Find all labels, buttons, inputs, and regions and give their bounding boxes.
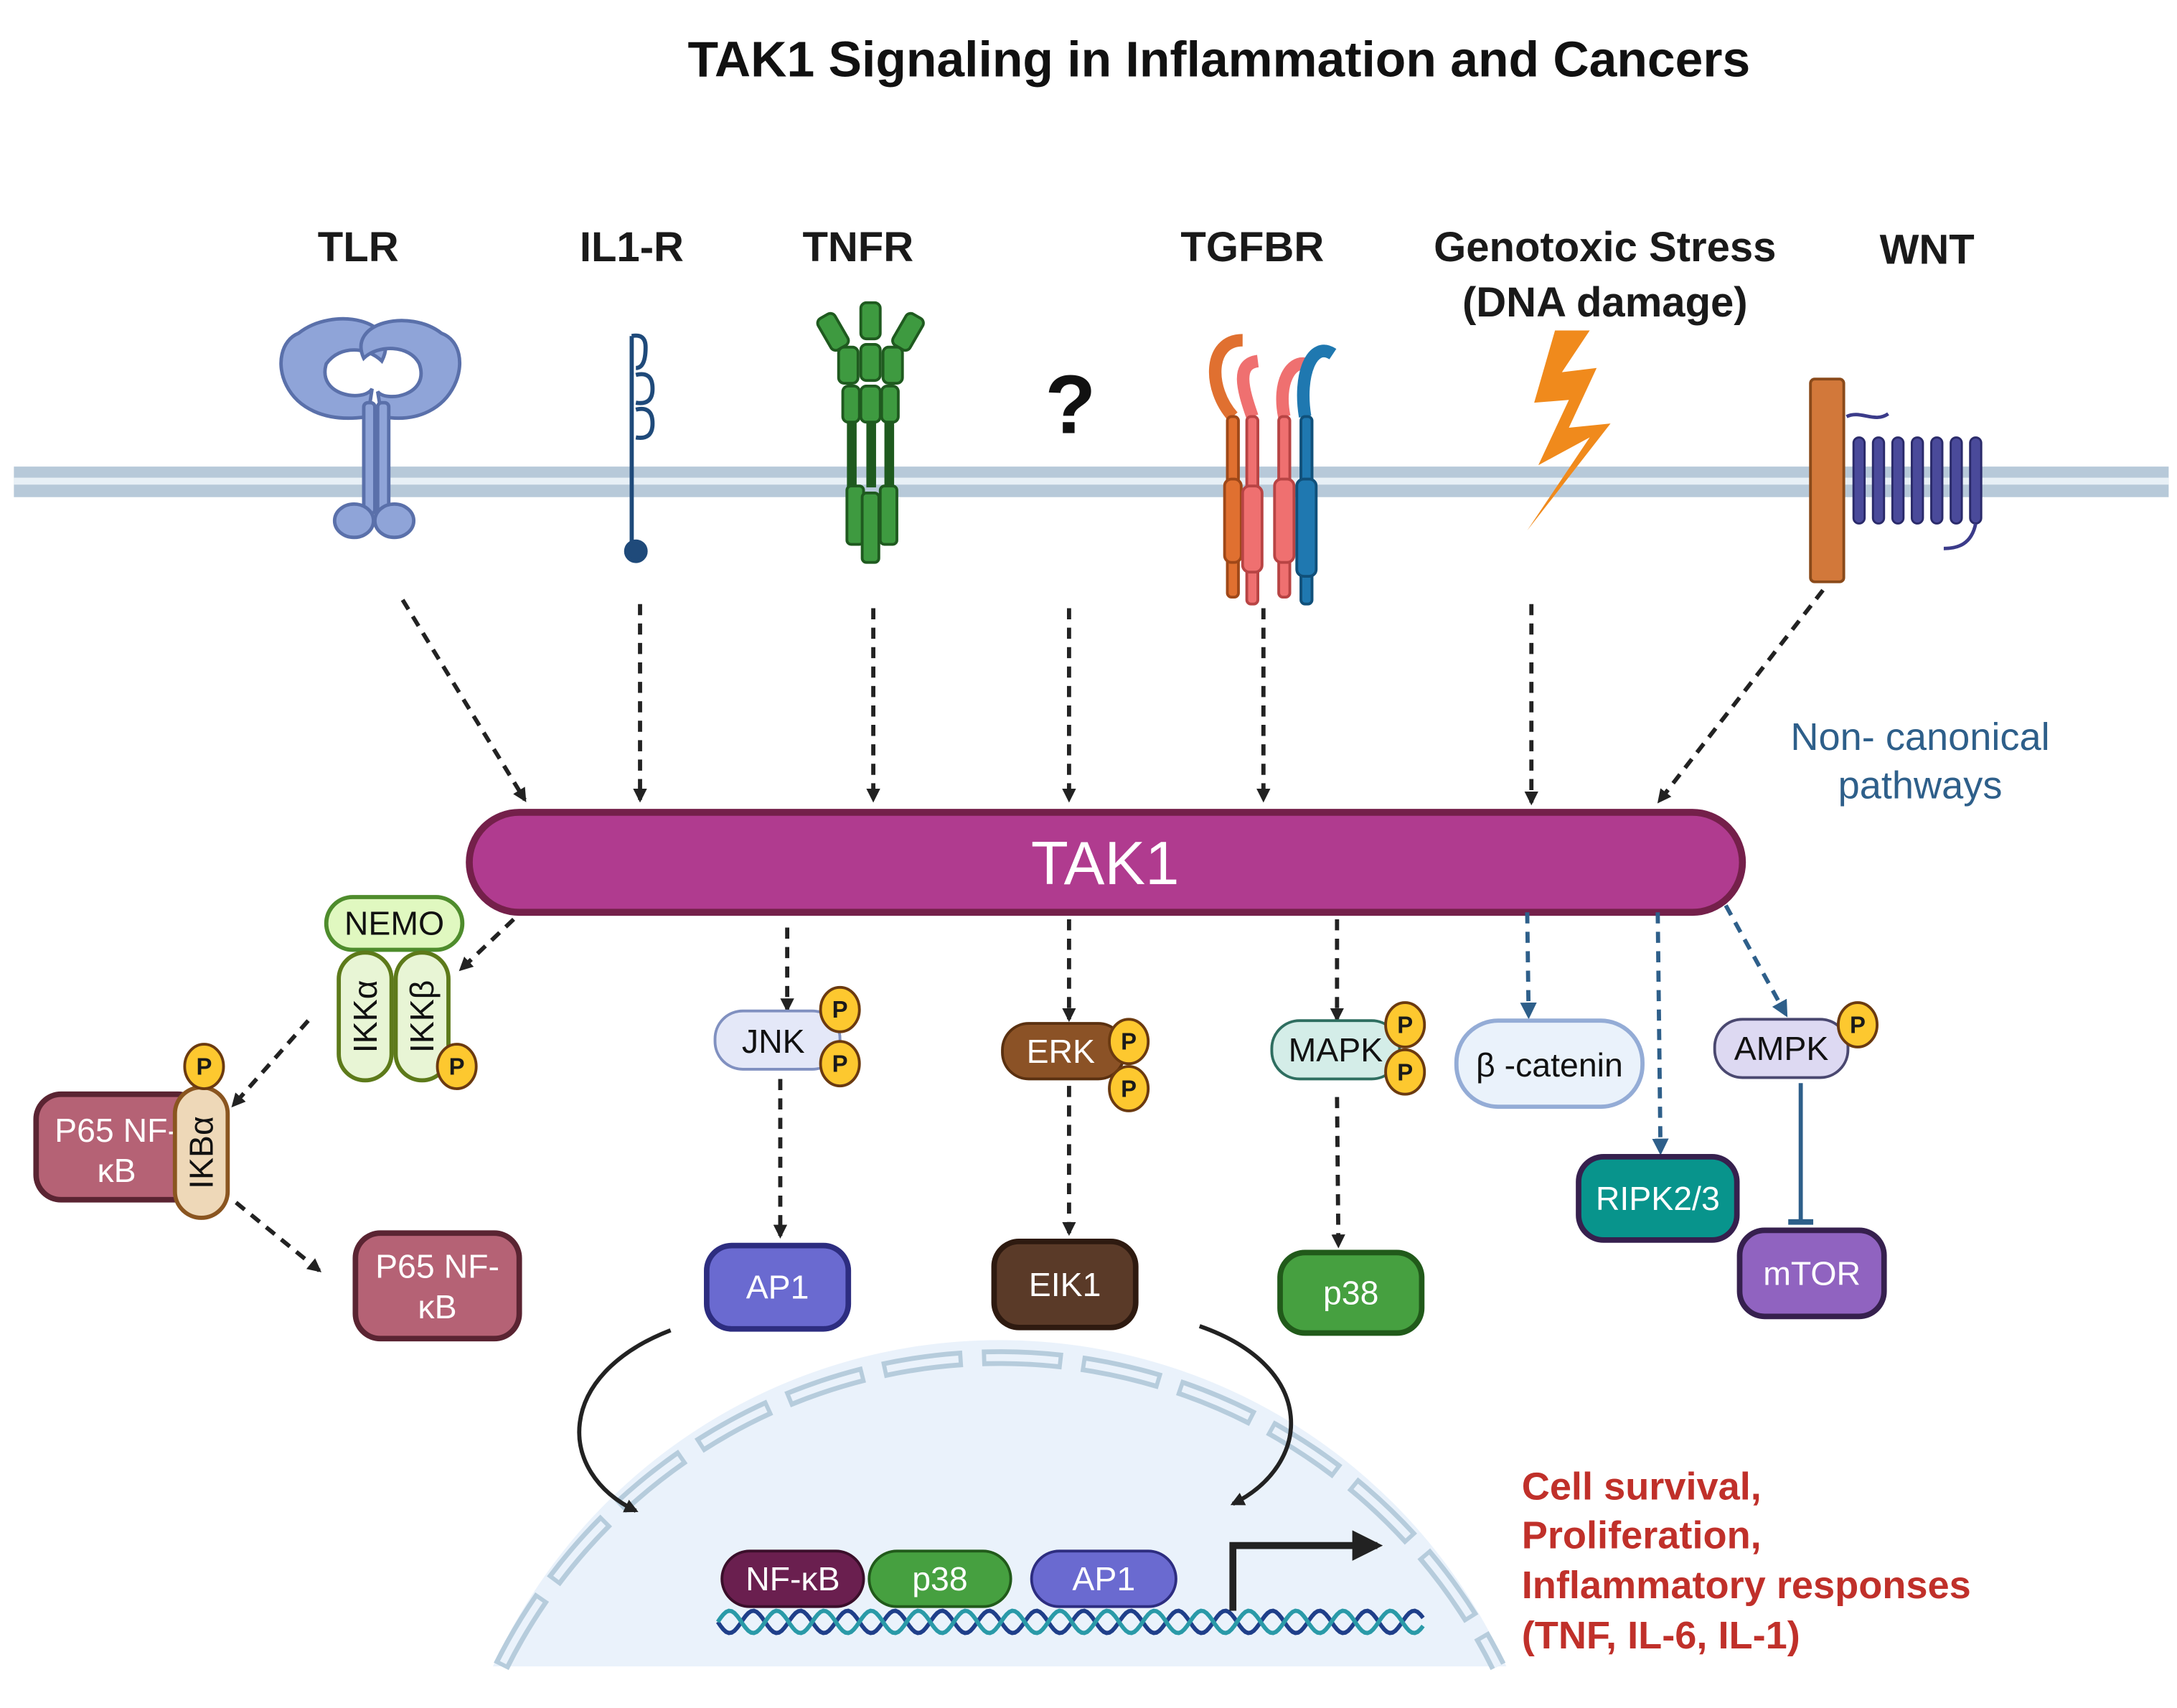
label-genotoxic-stress: Genotoxic Stress	[1434, 224, 1776, 271]
eik1-node: EIK1	[991, 1238, 1139, 1331]
arrow-into-nucleus-left	[577, 1328, 672, 1513]
svg-text:ERK: ERK	[1027, 1033, 1095, 1070]
svg-text:P: P	[1121, 1076, 1137, 1102]
wnt-frizzled-receptor-icon	[1809, 377, 1983, 583]
svg-text:P: P	[832, 996, 848, 1023]
svg-text:P: P	[1397, 1059, 1413, 1085]
svg-text:κB: κB	[97, 1152, 136, 1189]
outcome-line-4: (TNF, IL-6, IL-1)	[1522, 1614, 1800, 1657]
unknown-receptor-question-mark: ?	[1045, 358, 1096, 451]
label-il1r: IL1-R	[580, 224, 684, 271]
ikkb-node: IKKβ	[393, 950, 451, 1083]
svg-text:JNK: JNK	[742, 1023, 805, 1060]
p38-node: p38	[1277, 1249, 1425, 1336]
svg-text:P: P	[1850, 1011, 1866, 1038]
tnfr-receptor-icon	[816, 301, 925, 564]
phospho-badge-mapk-1: P	[1384, 1001, 1426, 1048]
mapk-node: MAPK	[1270, 1019, 1401, 1081]
lightning-bolt-icon	[1527, 330, 1611, 531]
svg-text:κB: κB	[418, 1288, 456, 1325]
phospho-badge-mapk-2: P	[1384, 1048, 1426, 1096]
svg-text:P: P	[196, 1054, 212, 1080]
p65-nfkb-free: P65 NF- κB	[352, 1230, 522, 1342]
svg-text:RIPK2/3: RIPK2/3	[1596, 1180, 1720, 1217]
svg-text:P: P	[1121, 1028, 1137, 1055]
svg-text:IKBα: IKBα	[183, 1116, 220, 1189]
arrow-ikk-to-ikba	[231, 1019, 310, 1108]
nucleus-ap1: AP1	[1030, 1549, 1177, 1608]
phospho-badge-ikkb: P	[436, 1043, 478, 1090]
arrow-tak1-to-ripk	[1652, 912, 1669, 1155]
transcription-start-arrow	[1229, 1530, 1383, 1611]
svg-text:P65 NF-: P65 NF-	[55, 1112, 179, 1149]
il1r-receptor-icon	[624, 333, 655, 563]
ampk-node: AMPK	[1713, 1018, 1850, 1079]
outcomes-text: Cell survival, Proliferation, Inflammato…	[1522, 1465, 1971, 1657]
svg-text:β -catenin: β -catenin	[1476, 1046, 1623, 1084]
svg-text:P65 NF-: P65 NF-	[375, 1248, 499, 1285]
diagram-title: TAK1 Signaling in Inflammation and Cance…	[688, 31, 1751, 87]
arrow-mapk-to-p38	[1331, 1097, 1345, 1249]
svg-text:IKKβ: IKKβ	[403, 980, 441, 1054]
phospho-badge-jnk-2: P	[819, 1040, 861, 1088]
inhibition-ampk-to-mtor	[1788, 1083, 1814, 1225]
erk-node: ERK	[1001, 1022, 1127, 1081]
nucleus-p38: p38	[867, 1549, 1012, 1608]
arrow-tak1-to-ikk	[459, 917, 515, 972]
svg-text:AMPK: AMPK	[1734, 1030, 1829, 1067]
phospho-badge-erk-2: P	[1108, 1065, 1150, 1112]
svg-text:p38: p38	[912, 1560, 967, 1597]
cell-membrane	[14, 466, 2169, 497]
arrow-tak1-to-beta-catenin	[1520, 912, 1537, 1020]
ap1-node: AP1	[704, 1242, 852, 1332]
dna-helix	[715, 1608, 1425, 1636]
label-tlr: TLR	[318, 224, 399, 271]
non-canonical-label: Non- canonical	[1790, 715, 2049, 759]
svg-text:mTOR: mTOR	[1763, 1254, 1861, 1292]
svg-text:EIK1: EIK1	[1029, 1266, 1101, 1303]
svg-text:AP1: AP1	[746, 1269, 809, 1306]
tak1-label: TAK1	[1031, 830, 1180, 898]
svg-text:MAPK: MAPK	[1289, 1031, 1383, 1069]
phospho-badge-erk-1: P	[1108, 1018, 1150, 1066]
phospho-badge-jnk-1: P	[819, 985, 861, 1033]
svg-text:NEMO: NEMO	[344, 905, 444, 942]
label-wnt: WNT	[1880, 227, 1975, 273]
beta-catenin-node: β -catenin	[1454, 1018, 1645, 1109]
svg-text:p38: p38	[1323, 1274, 1378, 1311]
tgfbr-receptor-icon	[1208, 334, 1337, 606]
svg-text:NF-κB: NF-κB	[746, 1560, 840, 1597]
tak1-hub: TAK1	[466, 809, 1746, 916]
arrow-to-free-p65	[235, 1201, 322, 1272]
upstream-arrows	[400, 588, 1825, 806]
arrow-into-nucleus-right	[1198, 1324, 1294, 1506]
svg-text:P: P	[449, 1054, 465, 1080]
dna-strand	[715, 1608, 1425, 1636]
outcome-line-3: Inflammatory responses	[1522, 1564, 1971, 1607]
label-tnfr: TNFR	[802, 224, 913, 271]
ripk23-node: RIPK2/3	[1576, 1153, 1740, 1243]
phospho-badge-ampk: P	[1836, 1001, 1879, 1048]
arrow-tak1-to-ampk	[1724, 904, 1788, 1018]
tlr-receptor-icon	[279, 316, 461, 540]
p65-ikba-complex: P65 NF- κB IKBα	[33, 1085, 230, 1220]
label-dna-damage: (DNA damage)	[1462, 279, 1748, 326]
label-tgfbr: TGFBR	[1180, 224, 1324, 271]
nemo-node: NEMO	[324, 895, 465, 952]
svg-text:P: P	[1397, 1011, 1413, 1038]
mtor-node: mTOR	[1736, 1227, 1887, 1320]
svg-text:AP1: AP1	[1072, 1560, 1135, 1597]
jnk-node: JNK	[713, 1009, 842, 1071]
phospho-badge-ikba: P	[183, 1043, 225, 1090]
outcome-line-1: Cell survival,	[1522, 1465, 1762, 1508]
svg-text:IKKα: IKKα	[347, 980, 384, 1054]
svg-text:P: P	[832, 1051, 848, 1077]
outcome-line-2: Proliferation,	[1522, 1514, 1762, 1557]
nucleus-nfkb: NF-κB	[720, 1549, 865, 1608]
ikka-node: IKKα	[337, 950, 394, 1083]
non-canonical-label-line2: pathways	[1838, 764, 2003, 807]
